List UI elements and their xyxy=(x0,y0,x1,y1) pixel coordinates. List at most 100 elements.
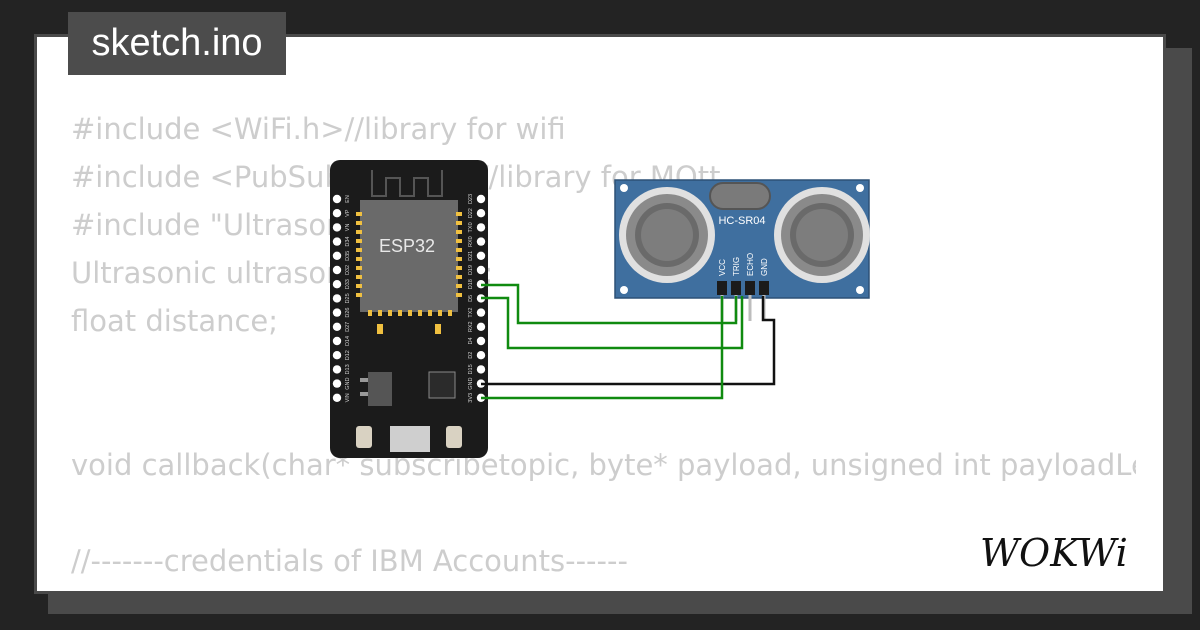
module-pad xyxy=(408,310,412,316)
code-card: #include <WiFi.h>//library for wifi#incl… xyxy=(34,34,1166,594)
module-pad xyxy=(428,310,432,316)
pin-label: TX0 xyxy=(468,222,474,232)
module-pad xyxy=(398,310,402,316)
pin-right-rx2[interactable] xyxy=(476,322,486,331)
en-button[interactable] xyxy=(446,426,462,448)
module-pad xyxy=(356,212,362,216)
pin-left-d32[interactable] xyxy=(332,265,342,275)
sensor-pin-label: ECHO xyxy=(746,253,755,276)
esp32-pin-headers xyxy=(332,194,486,402)
pin-label: GND xyxy=(468,377,474,389)
pin-label: D33 xyxy=(345,279,351,289)
pin-left-gnd[interactable] xyxy=(332,379,342,388)
smd-pad xyxy=(377,324,383,334)
pin-left-d12[interactable] xyxy=(332,351,342,360)
sensor-pin-trig[interactable] xyxy=(731,281,741,295)
pin-left-d14[interactable] xyxy=(332,336,342,346)
sensor-pin-vcc[interactable] xyxy=(717,281,727,295)
module-pad xyxy=(456,293,462,297)
code-preview: #include <WiFi.h>//library for wifi#incl… xyxy=(71,105,1136,585)
pin-label: VIN xyxy=(345,393,351,402)
pin-label: D22 xyxy=(468,208,474,218)
module-pad xyxy=(418,310,422,316)
sensor-pin-lead xyxy=(748,295,752,321)
module-pad xyxy=(456,212,462,216)
pin-label: D35 xyxy=(345,251,351,261)
module-pad xyxy=(438,310,442,316)
pin-right-tx2[interactable] xyxy=(476,308,486,317)
pin-label: GND xyxy=(345,377,351,389)
pin-left-en[interactable] xyxy=(332,194,342,204)
pin-label: D14 xyxy=(345,336,351,346)
pin-label: D12 xyxy=(345,350,351,360)
pin-label: D32 xyxy=(345,265,351,275)
pin-left-d34[interactable] xyxy=(332,237,342,246)
pin-left-d26[interactable] xyxy=(332,308,342,317)
usb-chip xyxy=(428,371,456,399)
code-line: float distance; xyxy=(71,304,279,338)
boot-button[interactable] xyxy=(356,426,372,448)
wire-gnd[interactable] xyxy=(481,296,776,386)
pin-left-vin[interactable] xyxy=(332,393,342,402)
module-pad xyxy=(356,284,362,288)
antenna-trace xyxy=(371,170,443,197)
regulator-pin xyxy=(360,378,368,382)
smd-pad xyxy=(435,324,441,334)
wires xyxy=(481,283,776,400)
esp32-pin-labels: ENVPVND34D35D32D33D25D26D27D14D12D13GNDV… xyxy=(345,194,474,403)
sensor-pin-label: GND xyxy=(760,258,769,276)
pin-left-d35[interactable] xyxy=(332,251,342,260)
pin-label: D21 xyxy=(468,251,474,261)
pin-label: D34 xyxy=(345,237,351,247)
module-pad xyxy=(356,239,362,243)
wokwi-logo-text: WOKWi xyxy=(980,531,1128,574)
module-pad xyxy=(356,266,362,270)
pin-label: D23 xyxy=(468,194,474,204)
pin-right-rx0[interactable] xyxy=(476,237,486,246)
code-line: //-------credentials of IBM Accounts----… xyxy=(71,544,628,578)
pin-label: D19 xyxy=(468,265,474,275)
pin-label: TX2 xyxy=(468,308,474,318)
pin-left-d25[interactable] xyxy=(332,294,342,303)
pin-left-vp[interactable] xyxy=(332,209,342,218)
pin-label: VP xyxy=(345,209,351,217)
pin-label: RX2 xyxy=(468,321,474,332)
pin-label: D27 xyxy=(345,322,351,332)
module-pad xyxy=(456,284,462,288)
regulator-pin xyxy=(360,392,368,396)
pin-label: D5 xyxy=(468,295,474,302)
pin-left-d33[interactable] xyxy=(332,280,342,289)
pin-label: D4 xyxy=(468,337,474,344)
pin-right-tx0[interactable] xyxy=(476,223,486,232)
pin-right-d22[interactable] xyxy=(476,209,486,218)
pin-label: VN xyxy=(345,224,351,232)
sensor-pin-echo[interactable] xyxy=(745,281,755,295)
wire-vcc[interactable] xyxy=(481,296,724,400)
sensor-pin-gnd[interactable] xyxy=(759,281,769,295)
wire-echo[interactable] xyxy=(481,296,744,350)
esp32-board[interactable]: ESP32 ENVPVND34D35D32D33D25D26D27D14D12D… xyxy=(330,160,488,458)
pin-right-d4[interactable] xyxy=(476,336,486,346)
wire-trig[interactable] xyxy=(481,283,738,325)
pin-right-d15[interactable] xyxy=(476,365,486,374)
module-pad xyxy=(448,310,452,316)
pin-right-d2[interactable] xyxy=(476,351,486,360)
pin-right-d21[interactable] xyxy=(476,251,486,260)
sensor-pin-label: TRIG xyxy=(732,257,741,276)
wokwi-logo: WOKWi xyxy=(980,531,1128,574)
pin-right-d19[interactable] xyxy=(476,265,486,275)
pin-right-d23[interactable] xyxy=(476,194,486,204)
pin-left-d27[interactable] xyxy=(332,322,342,331)
module-pad xyxy=(356,275,362,279)
pin-left-vn[interactable] xyxy=(332,223,342,232)
module-pad xyxy=(456,275,462,279)
module-pad xyxy=(356,293,362,297)
module-pad xyxy=(456,230,462,234)
sensor-label: HC-SR04 xyxy=(718,215,765,227)
module-pads xyxy=(356,212,462,316)
module-pad xyxy=(456,248,462,252)
usb-port xyxy=(390,426,430,452)
pin-label: D26 xyxy=(345,308,351,318)
pin-left-d13[interactable] xyxy=(332,365,342,374)
